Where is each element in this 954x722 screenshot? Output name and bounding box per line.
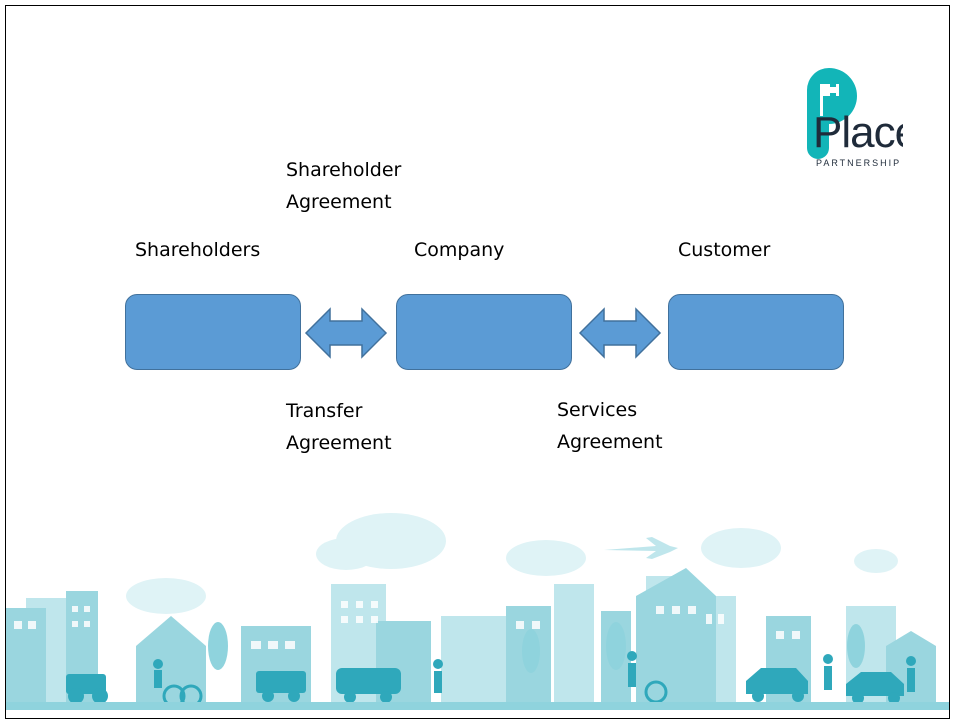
slide: Place PARTNERSHIP Shareholders Company C… bbox=[5, 5, 950, 719]
logo-wordmark: Place bbox=[813, 111, 903, 155]
shareholders-box bbox=[125, 294, 301, 370]
services-agreement-line-1: Services bbox=[557, 399, 638, 421]
shareholder-agreement-line-2: Agreement bbox=[286, 191, 392, 213]
double-arrow-company-customer bbox=[578, 307, 662, 359]
transfer-agreement-label: Transfer Agreement bbox=[286, 395, 392, 459]
shareholders-label: Shareholders bbox=[135, 239, 261, 261]
services-agreement-label: Services Agreement bbox=[557, 394, 663, 458]
customer-box bbox=[668, 294, 844, 370]
shareholder-agreement-line-1: Shareholder bbox=[286, 159, 402, 181]
city-skyline-icon bbox=[6, 513, 949, 710]
services-agreement-line-2: Agreement bbox=[557, 431, 663, 453]
transfer-agreement-line-1: Transfer bbox=[286, 400, 363, 422]
company-box bbox=[396, 294, 572, 370]
shareholder-agreement-label: Shareholder Agreement bbox=[286, 154, 401, 218]
logo-subtitle: PARTNERSHIP bbox=[816, 158, 902, 168]
place-partnership-logo bbox=[807, 68, 857, 159]
customer-label: Customer bbox=[678, 239, 771, 261]
double-arrow-shareholders-company bbox=[304, 307, 388, 359]
transfer-agreement-line-2: Agreement bbox=[286, 432, 392, 454]
company-label: Company bbox=[414, 239, 505, 261]
